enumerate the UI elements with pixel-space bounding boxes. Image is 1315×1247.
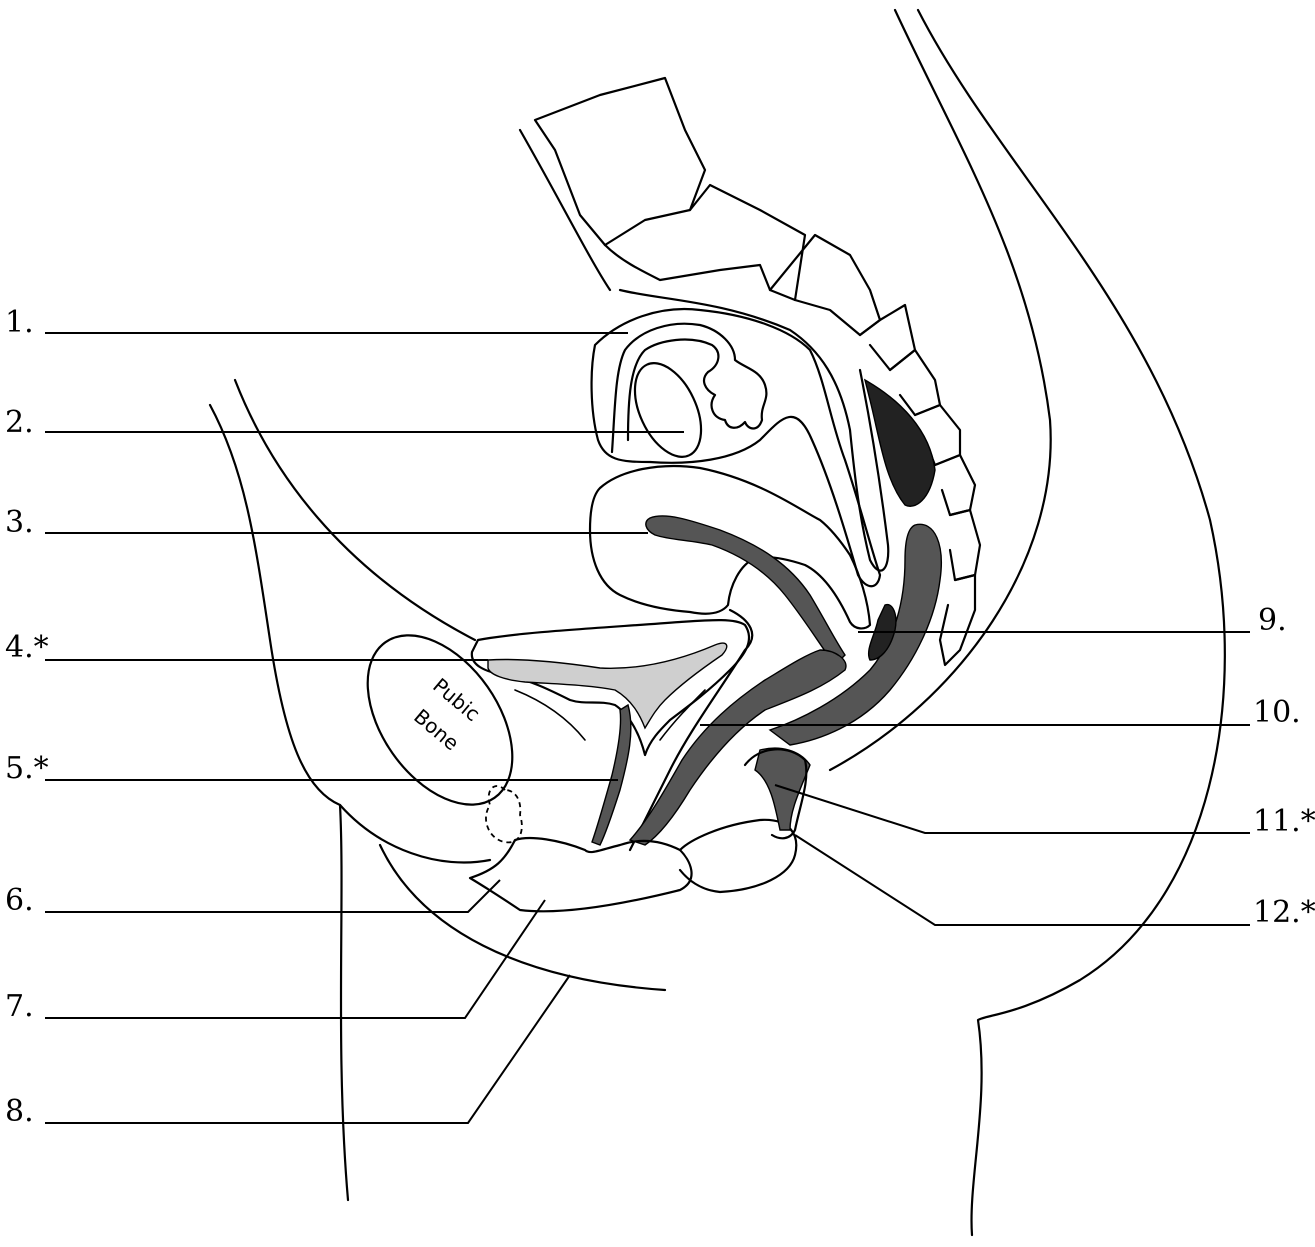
label-4: 4.* — [5, 630, 49, 665]
label-3: 3. — [5, 505, 34, 540]
front-body-outline — [210, 405, 348, 1200]
bladder-inner-fold — [515, 690, 585, 740]
bladder-lining — [488, 643, 727, 728]
labium-majus — [680, 820, 796, 892]
outer-buttock-outline — [918, 10, 1225, 1235]
leader-line-8 — [45, 975, 570, 1123]
anus-canal — [755, 748, 810, 830]
leader-line-11 — [775, 785, 1250, 833]
label-9: 9. — [1258, 603, 1287, 638]
label-8: 8. — [5, 1094, 34, 1129]
clitoris — [486, 786, 522, 842]
labium-minus — [470, 838, 692, 911]
rectum — [865, 380, 935, 506]
thigh-crease — [380, 845, 665, 990]
rectum-lower — [770, 524, 941, 745]
leader-line-12 — [795, 835, 1250, 925]
label-5: 5.* — [5, 751, 49, 786]
leader-line-7 — [45, 900, 545, 1018]
ovary — [621, 353, 714, 467]
label-1: 1. — [5, 305, 34, 340]
label-11: 11.* — [1253, 804, 1315, 839]
urethra — [592, 705, 631, 845]
uterine-cavity — [646, 516, 845, 665]
label-2: 2. — [5, 405, 34, 440]
leader-line-6 — [45, 880, 500, 912]
label-7: 7. — [5, 989, 34, 1024]
label-6: 6. — [5, 883, 34, 918]
mons-outline — [340, 805, 490, 863]
label-12: 12.* — [1253, 895, 1315, 930]
lower-abdomen-outline — [235, 380, 475, 640]
label-10: 10. — [1253, 695, 1301, 730]
